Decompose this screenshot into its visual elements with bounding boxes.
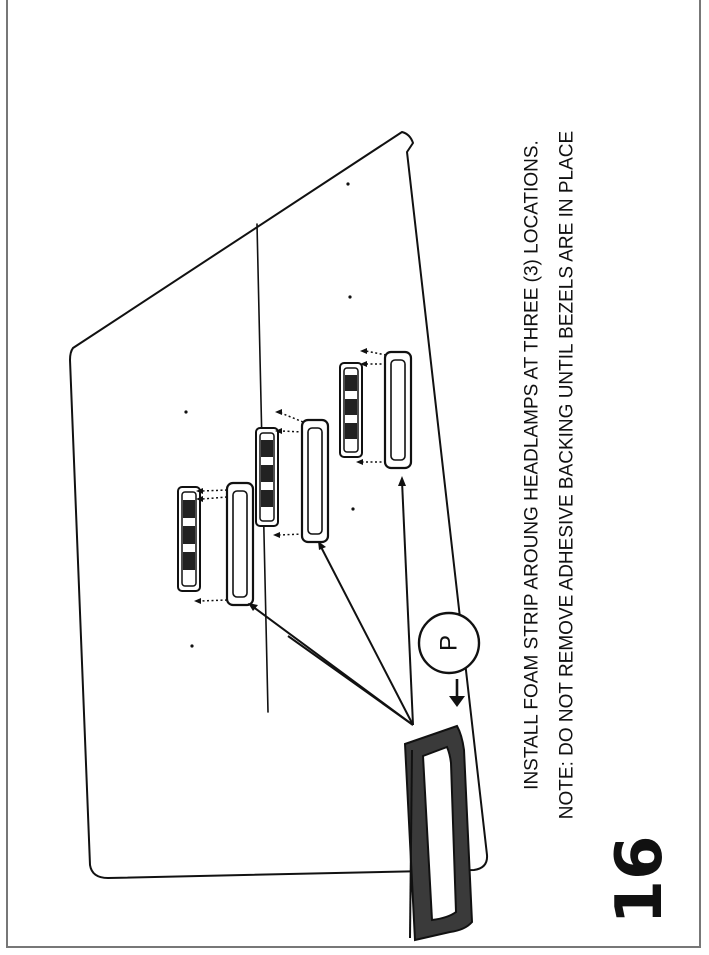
foam-strip <box>403 724 474 942</box>
instruction-line-1: INSTALL FOAM STRIP AROUNG HEADLAMPS AT T… <box>521 140 543 790</box>
step-number: 16 <box>603 835 677 925</box>
instruction-line-2: NOTE: DO NOT REMOVE ADHESIVE BACKING UNT… <box>556 130 578 820</box>
part-callout: P <box>417 611 481 707</box>
panel-dots <box>184 182 355 648</box>
headlamp-group-1 <box>177 481 255 607</box>
headlamp-group-3 <box>339 348 413 470</box>
panel-outline <box>69 131 489 879</box>
page-frame <box>6 0 701 948</box>
headlamp-group-2 <box>255 409 330 544</box>
part-label: P <box>436 635 463 651</box>
leader-arrows <box>251 480 414 726</box>
